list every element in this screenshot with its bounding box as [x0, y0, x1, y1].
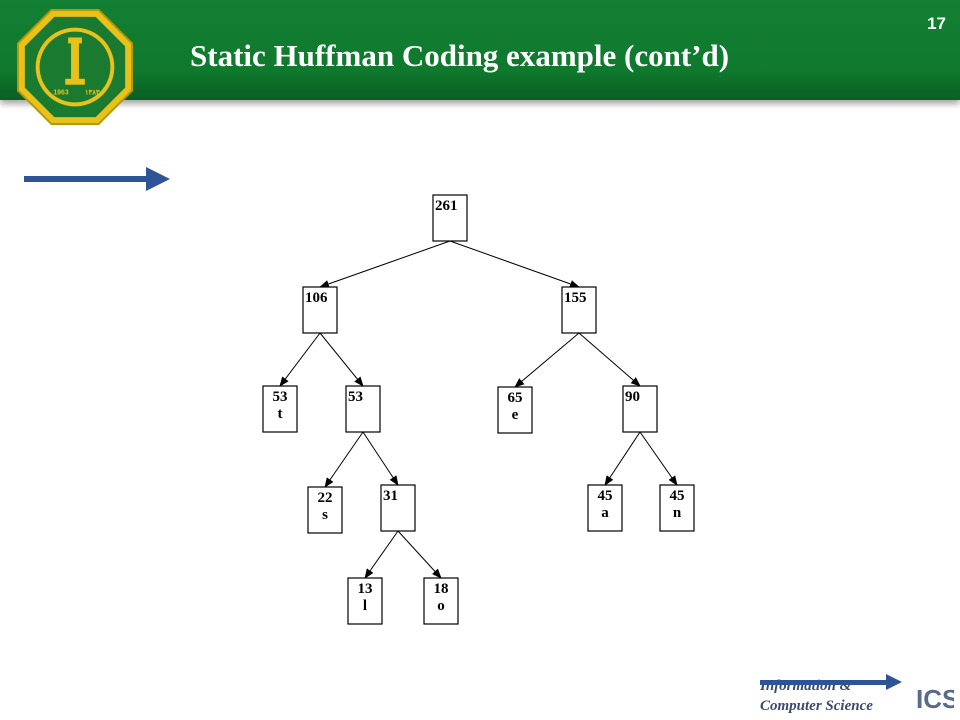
internal-node-261: 261 [432, 194, 468, 242]
tree-edge [319, 240, 451, 288]
node-symbol: t [278, 406, 283, 422]
node-weight: 45 [598, 488, 613, 504]
internal-node-155: 155 [561, 286, 597, 334]
leaf-node-s: 22s [307, 486, 343, 534]
node-weight: 53 [348, 389, 363, 405]
tree-edge [449, 240, 580, 288]
tree-edge [319, 332, 364, 387]
node-symbol: n [673, 505, 682, 521]
tree-edge [397, 530, 442, 579]
node-box [561, 286, 597, 334]
node-weight: 22 [318, 490, 333, 506]
node-weight: 65 [508, 390, 523, 406]
footer-line-2: Computer Science [760, 698, 873, 714]
node-box [622, 385, 658, 433]
node-symbol: o [437, 598, 445, 614]
node-box [262, 385, 298, 433]
node-symbol: l [363, 598, 367, 614]
logo-year-left: 1963 [53, 90, 68, 97]
logo-year-right: ١٣٨٣ [85, 90, 100, 97]
node-weight: 90 [625, 389, 640, 405]
node-weight: 53 [273, 389, 288, 405]
node-symbol: s [322, 507, 328, 523]
pointer-arrow-icon [24, 167, 170, 191]
tree-edge [639, 431, 678, 486]
node-weight: 155 [564, 290, 587, 306]
node-box [432, 194, 468, 242]
node-box [345, 385, 381, 433]
node-box [380, 484, 416, 532]
leaf-node-t: 53t [262, 385, 298, 433]
node-symbol: e [512, 407, 519, 423]
node-weight: 45 [670, 488, 685, 504]
node-weight: 13 [358, 581, 373, 597]
tree-edge [514, 332, 580, 388]
tree-edge [578, 332, 641, 387]
internal-node-106: 106 [302, 286, 338, 334]
slide-number: 17 [927, 14, 946, 33]
node-weight: 261 [435, 198, 458, 214]
node-box [423, 577, 459, 625]
internal-node-31: 31 [380, 484, 416, 532]
node-box [659, 484, 695, 532]
internal-node-90: 90 [622, 385, 658, 433]
node-box [497, 386, 533, 434]
leaf-node-n: 45n [659, 484, 695, 532]
tree-edge [324, 431, 364, 488]
leaf-node-a: 45a [587, 484, 623, 532]
tree-edge [364, 530, 399, 579]
node-symbol: a [601, 505, 609, 521]
node-box [347, 577, 383, 625]
node-weight: 18 [434, 581, 449, 597]
tree-edge [279, 332, 321, 387]
node-weight: 31 [383, 488, 398, 504]
ics-footer-logo: Information & Computer Science ICS [759, 674, 954, 714]
leaf-node-l: 13l [347, 577, 383, 625]
ics-text: ICS [916, 684, 954, 714]
node-box [307, 486, 343, 534]
node-box [587, 484, 623, 532]
leaf-node-o: 18o [423, 577, 459, 625]
internal-node-53: 53 [345, 385, 381, 433]
leaf-node-e: 65e [497, 386, 533, 434]
tree-edge [362, 431, 399, 486]
slide-title: Static Huffman Coding example (cont’d) [190, 38, 730, 73]
tree-edge [604, 431, 641, 486]
university-logo: 1963 ١٣٨٣ [16, 8, 134, 126]
slide-header: 1963 ١٣٨٣ Static Huffman Coding example … [0, 0, 960, 126]
node-box [302, 286, 338, 334]
node-weight: 106 [305, 290, 328, 306]
